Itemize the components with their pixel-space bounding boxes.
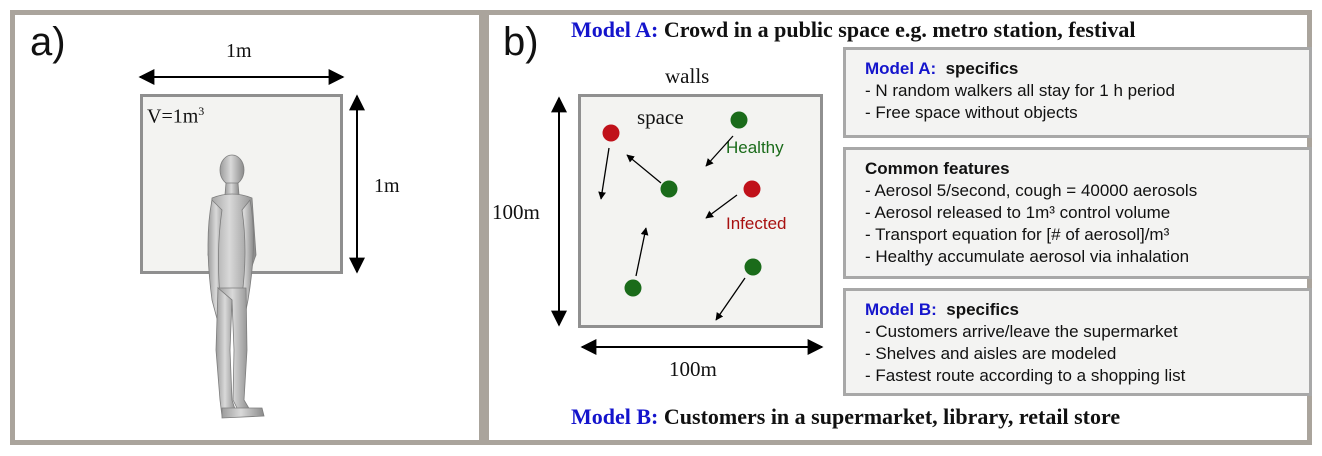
walls-label: walls — [665, 64, 710, 88]
healthy-walker — [660, 180, 678, 198]
model-a-title: Model A: Crowd in a public space e.g. me… — [571, 17, 1136, 42]
model-a-specifics-box: Model A: specifics - N random walkers al… — [843, 47, 1312, 138]
model-b-line: - Fastest route according to a shopping … — [865, 366, 1186, 385]
model-a-line: - N random walkers all stay for 1 h peri… — [865, 81, 1175, 100]
movement-arrow — [705, 135, 734, 167]
model-a-specifics-header: Model A: specifics — [865, 59, 1019, 78]
movement-arrow — [598, 147, 610, 200]
infected-walker — [602, 124, 620, 142]
width-label-100m: 100m — [669, 357, 717, 381]
infected-walker — [743, 180, 761, 198]
panel-a-letter: a) — [30, 20, 66, 64]
common-line: - Aerosol 5/second, cough = 40000 aeroso… — [865, 181, 1198, 200]
common-line: - Transport equation for [# of aerosol]/… — [865, 225, 1170, 244]
healthy-walker — [744, 258, 762, 276]
common-features-box: Common features - Aerosol 5/second, coug… — [843, 147, 1312, 279]
movement-arrow — [635, 227, 649, 277]
movement-arrow — [626, 154, 662, 184]
common-features-header: Common features — [865, 159, 1010, 178]
common-line: - Healthy accumulate aerosol via inhalat… — [865, 247, 1190, 266]
panel-b-letter: b) — [503, 20, 539, 64]
healthy-label: Healthy — [726, 138, 784, 157]
model-a-line: - Free space without objects — [865, 103, 1078, 122]
human-figure-icon — [207, 154, 265, 419]
healthy-walker — [624, 279, 642, 297]
common-line: - Aerosol released to 1m³ control volume — [865, 203, 1171, 222]
model-b-line: - Customers arrive/leave the supermarket — [865, 322, 1178, 341]
model-b-line: - Shelves and aisles are modeled — [865, 344, 1117, 363]
width-label-1m: 1m — [226, 40, 252, 62]
movement-arrow — [715, 277, 746, 321]
volume-label: V=1m3 — [147, 104, 205, 128]
model-b-specifics-header: Model B: specifics — [865, 300, 1019, 319]
infected-label: Infected — [726, 214, 787, 233]
height-label-1m: 1m — [374, 175, 400, 197]
space-label: space — [637, 105, 684, 129]
healthy-walker — [730, 111, 748, 129]
height-label-100m: 100m — [492, 200, 540, 224]
movement-arrow — [705, 194, 738, 219]
model-b-title: Model B: Customers in a supermarket, lib… — [571, 404, 1121, 429]
model-b-specifics-box: Model B: specifics - Customers arrive/le… — [843, 288, 1312, 396]
